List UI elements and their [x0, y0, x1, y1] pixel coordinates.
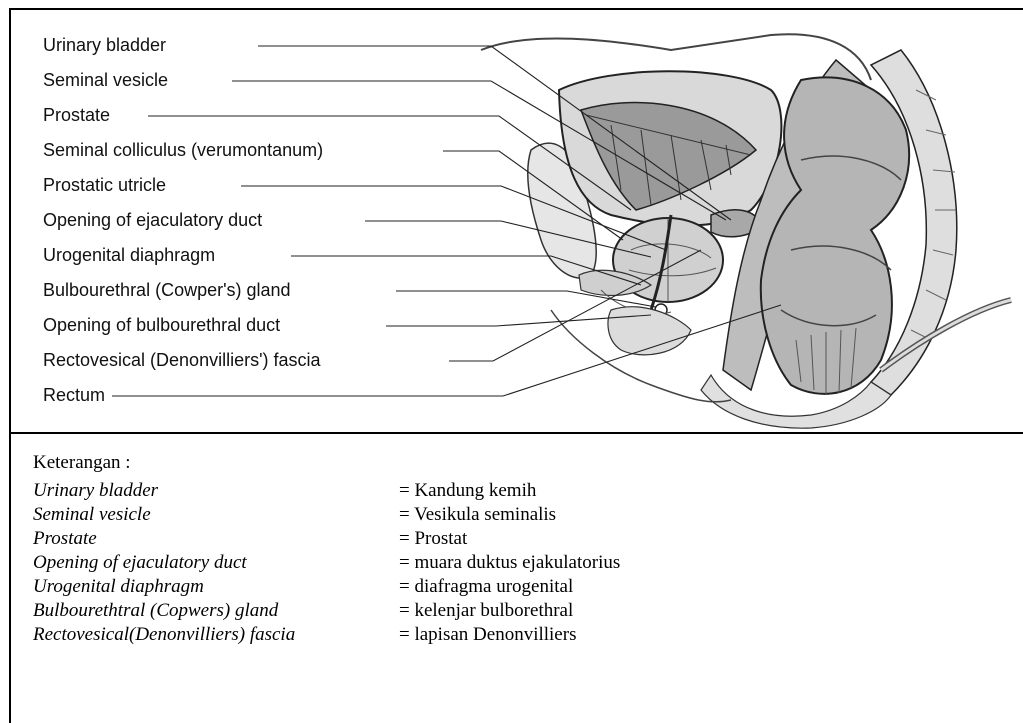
legend-definition: = diafragma urogenital: [399, 576, 573, 598]
label-prostatic-utricle: Prostatic utricle: [43, 174, 166, 196]
label-urogenital-diaphragm: Urogenital diaphragm: [43, 244, 215, 266]
label-seminal-colliculus: Seminal colliculus (verumontanum): [43, 139, 323, 161]
legend-term: Seminal vesicle: [33, 504, 151, 526]
label-urinary-bladder: Urinary bladder: [43, 34, 166, 56]
anatomy-figure-frame: Urinary bladder Seminal vesicle Prostate…: [9, 8, 1023, 432]
legend-definition: = Prostat: [399, 528, 467, 550]
anatomy-drawing: [481, 34, 1011, 428]
legend-box: Keterangan : Urinary bladder = Kandung k…: [9, 432, 1023, 723]
legend-definition: = kelenjar bulborethral: [399, 600, 573, 622]
legend-term: Rectovesical(Denonvilliers) fascia: [33, 624, 295, 646]
legend-definition: = lapisan Denonvilliers: [399, 624, 576, 646]
rectum-lumen: [761, 77, 909, 393]
legend-title: Keterangan :: [33, 452, 131, 474]
label-seminal-vesicle: Seminal vesicle: [43, 69, 168, 91]
legend-definition: = Kandung kemih: [399, 480, 536, 502]
legend-definition: = Vesikula seminalis: [399, 504, 556, 526]
legend-term: Bulbourethtral (Copwers) gland: [33, 600, 278, 622]
legend-term: Opening of ejaculatory duct: [33, 552, 247, 574]
coccygeal-muscle: [881, 300, 1011, 370]
label-bulbourethral-gland: Bulbourethral (Cowper's) gland: [43, 279, 291, 301]
label-opening-bulbourethral-duct: Opening of bulbourethral duct: [43, 314, 280, 336]
legend-term: Urinary bladder: [33, 480, 158, 502]
legend-term: Prostate: [33, 528, 97, 550]
label-prostate: Prostate: [43, 104, 110, 126]
legend-term: Urogenital diaphragm: [33, 576, 204, 598]
legend-definition: = muara duktus ejakulatorius: [399, 552, 620, 574]
label-opening-ejaculatory-duct: Opening of ejaculatory duct: [43, 209, 262, 231]
label-rectum: Rectum: [43, 384, 105, 406]
leader-line-ejaculatory-duct: [365, 221, 651, 257]
label-rectovesical-fascia: Rectovesical (Denonvilliers') fascia: [43, 349, 321, 371]
